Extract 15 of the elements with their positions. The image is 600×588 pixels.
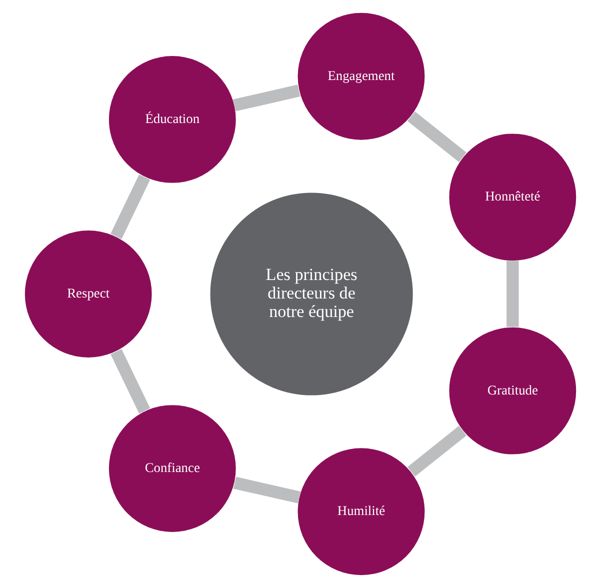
connector (110, 174, 150, 240)
node-circle: Honnêteté (448, 134, 576, 261)
connector (406, 111, 466, 162)
connector (506, 260, 518, 327)
connector (406, 426, 466, 476)
node-circle: Confiance (108, 405, 236, 532)
node-circle: Engagement (297, 12, 424, 140)
node-circle: Les principes directeurs de notre équipe (210, 192, 412, 396)
connector (110, 348, 150, 414)
node-circle: Éducation (108, 56, 236, 183)
connector (232, 84, 300, 112)
node-circle: Gratitude (448, 327, 576, 454)
node-circle: Humilité (297, 448, 424, 576)
node-circle: Respect (24, 230, 152, 358)
connector (232, 476, 300, 504)
